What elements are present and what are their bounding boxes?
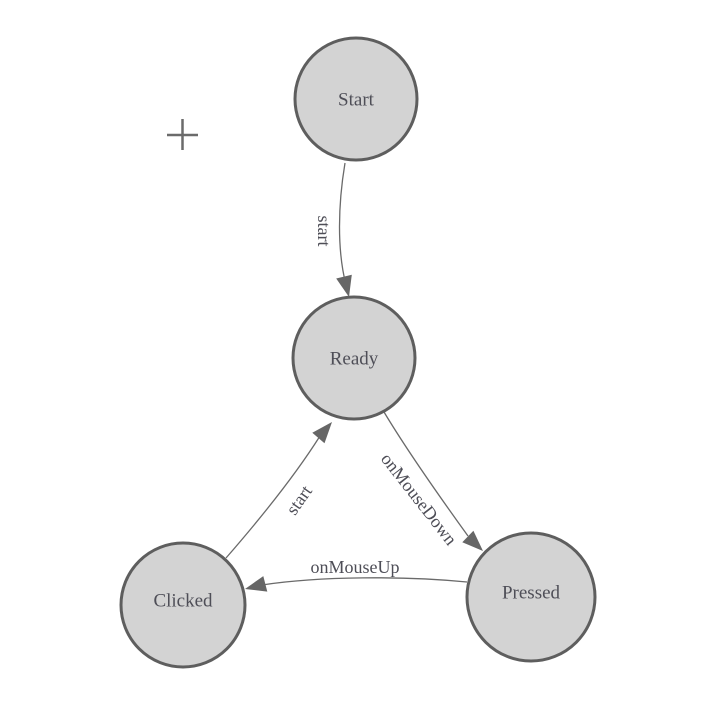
node-circle — [293, 36, 419, 162]
node-label: Start — [338, 90, 375, 111]
edge-line — [225, 435, 321, 559]
state-node-ready[interactable]: Ready — [291, 295, 417, 421]
edge-line — [338, 162, 347, 286]
edge-line — [261, 577, 468, 586]
arrowhead-icon — [312, 422, 332, 444]
edge-line — [383, 411, 469, 537]
state-node-pressed[interactable]: Pressed — [465, 531, 597, 663]
arrowhead-icon — [245, 576, 268, 592]
edge-pressed-to-clicked[interactable]: onMouseUp — [245, 557, 468, 592]
arrowhead-icon — [462, 530, 483, 551]
edge-label: onMouseUp — [311, 557, 400, 577]
edge-start-to-ready[interactable]: start — [314, 162, 352, 297]
crosshair-cursor-icon — [167, 119, 198, 150]
arrowhead-icon — [336, 274, 352, 297]
state-node-clicked[interactable]: Clicked — [119, 541, 247, 669]
edge-label: start — [282, 482, 316, 519]
node-circle — [291, 295, 417, 421]
edge-clicked-to-ready[interactable]: start — [225, 422, 332, 559]
edge-label: onMouseDown — [377, 449, 461, 549]
node-label: Ready — [330, 349, 379, 370]
edge-ready-to-pressed[interactable]: onMouseDown — [377, 411, 483, 551]
node-circle — [465, 531, 597, 663]
edge-label: start — [314, 216, 334, 247]
state-node-start[interactable]: Start — [293, 36, 419, 162]
node-label: Pressed — [502, 583, 561, 604]
node-circle — [119, 541, 247, 669]
node-label: Clicked — [153, 591, 213, 612]
